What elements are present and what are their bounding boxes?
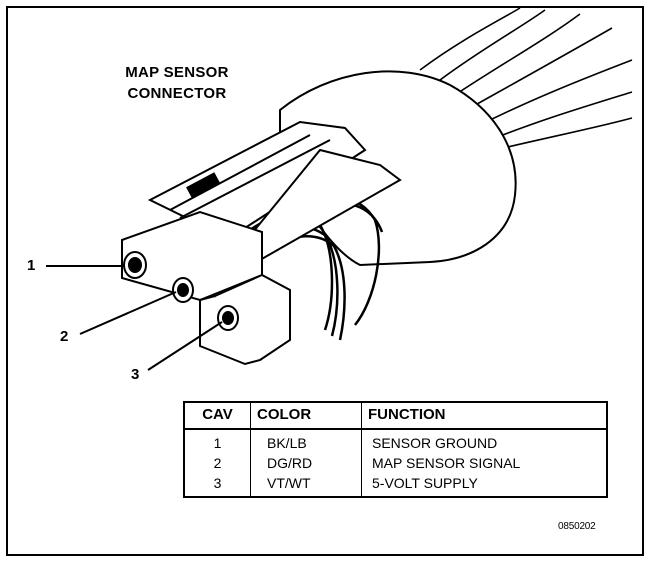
title-line-1: MAP SENSOR xyxy=(125,64,229,81)
title-line-2: CONNECTOR xyxy=(127,85,227,102)
header-color: COLOR xyxy=(250,402,362,430)
table-row: 2 DG/RD MAP SENSOR SIGNAL xyxy=(184,453,607,473)
table-header-row: CAV COLOR FUNCTION xyxy=(184,402,607,430)
cell-cav: 3 xyxy=(213,475,222,491)
pinout-table: CAV COLOR FUNCTION 1 BK/LB SENSOR GROUND… xyxy=(183,401,608,498)
locking-tab xyxy=(147,120,402,262)
cell-cav: 2 xyxy=(213,455,222,471)
cell-function: 5-VOLT SUPPLY xyxy=(361,473,607,497)
cell-function: MAP SENSOR SIGNAL xyxy=(361,453,607,473)
figure-code: 0850202 xyxy=(558,521,596,532)
leader-line-3 xyxy=(147,321,223,371)
pin-label-3: 3 xyxy=(131,366,140,383)
header-cav: CAV xyxy=(184,402,251,430)
wire-bundle xyxy=(419,7,633,151)
connector-body xyxy=(279,70,517,267)
pin-label-2: 2 xyxy=(60,328,69,345)
pin-label-1: 1 xyxy=(27,257,36,274)
cell-function: SENSOR GROUND xyxy=(361,429,607,453)
cell-color: VT/WT xyxy=(250,473,362,497)
cell-color: BK/LB xyxy=(250,429,362,453)
cavity-1 xyxy=(123,251,147,279)
cell-cav: 1 xyxy=(213,435,222,451)
cavity-2 xyxy=(172,277,194,303)
diagram-title: MAP SENSOR CONNECTOR xyxy=(102,62,252,104)
leader-line-2 xyxy=(79,291,177,335)
table-row: 3 VT/WT 5-VOLT SUPPLY xyxy=(184,473,607,497)
table-row: 1 BK/LB SENSOR GROUND xyxy=(184,429,607,453)
cell-color: DG/RD xyxy=(250,453,362,473)
header-function: FUNCTION xyxy=(361,402,607,430)
cavity-3 xyxy=(217,305,239,331)
